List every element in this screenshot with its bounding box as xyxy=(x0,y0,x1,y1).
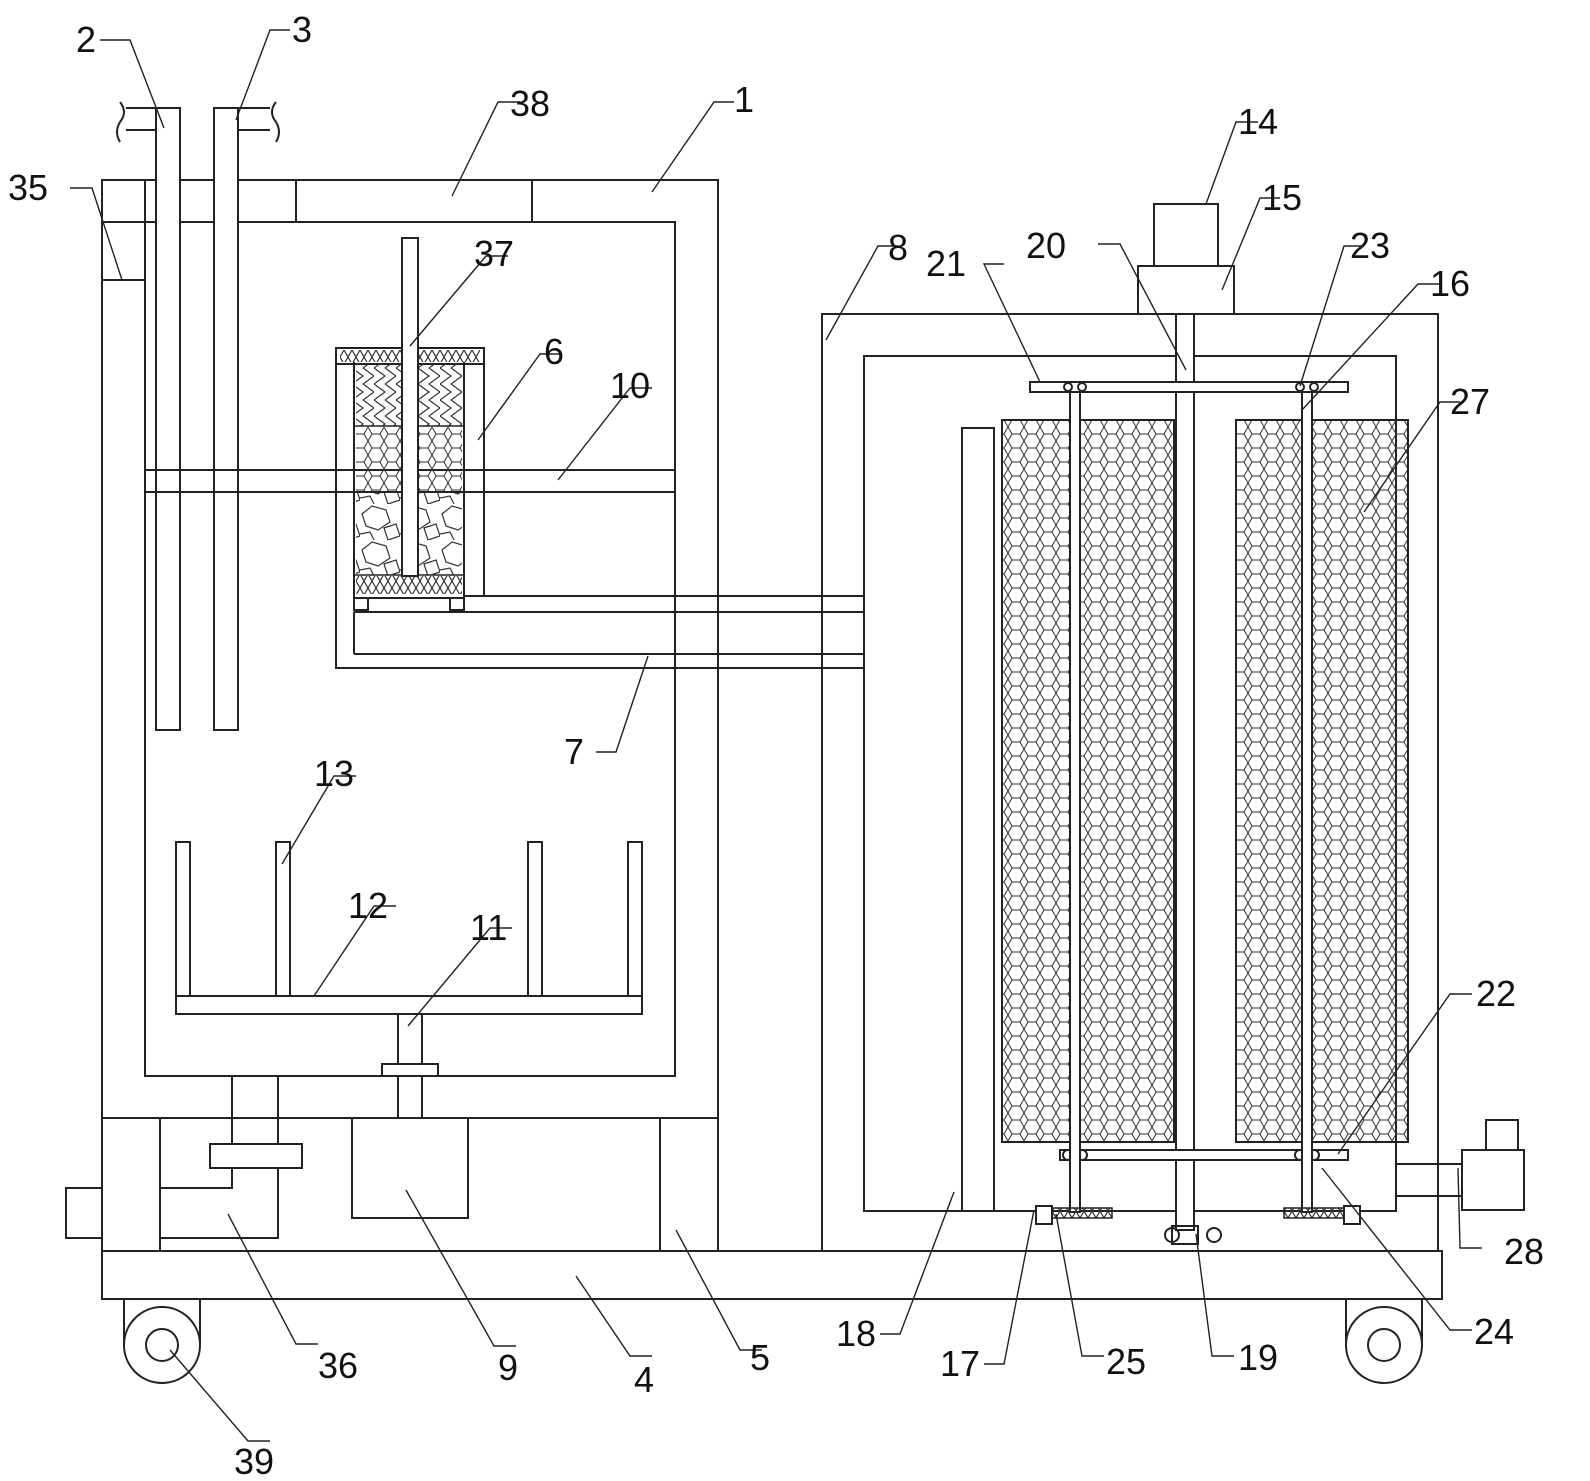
drive-motor xyxy=(1137,203,1235,315)
label-13: 13 xyxy=(314,753,354,794)
label-37: 37 xyxy=(474,233,514,274)
inlet-pipe-3 xyxy=(213,101,280,731)
label-22: 22 xyxy=(1476,973,1516,1014)
label-38: 38 xyxy=(510,83,550,124)
outlet-pump xyxy=(65,1075,303,1252)
label-2: 2 xyxy=(76,19,96,60)
central-shaft xyxy=(1175,313,1195,1231)
label-12: 12 xyxy=(348,885,388,926)
outlet-valve xyxy=(1395,1119,1525,1211)
label-5: 5 xyxy=(750,1337,770,1378)
label-6: 6 xyxy=(544,331,564,372)
filter-plate-overlay xyxy=(145,469,336,493)
label-3: 3 xyxy=(292,9,312,50)
connecting-pipe xyxy=(353,595,864,655)
label-15: 15 xyxy=(1262,177,1302,218)
label-20: 20 xyxy=(1026,225,1066,266)
label-18: 18 xyxy=(836,1313,876,1354)
shaft-and-motor xyxy=(351,1013,469,1219)
gears xyxy=(1035,1205,1361,1225)
label-8: 8 xyxy=(888,227,908,268)
label-10: 10 xyxy=(610,365,650,406)
label-28: 28 xyxy=(1504,1231,1544,1272)
label-24: 24 xyxy=(1474,1311,1514,1352)
cartridge-rod xyxy=(401,237,419,577)
label-11: 11 xyxy=(470,907,507,948)
leader-lines xyxy=(70,29,1482,1442)
label-14: 14 xyxy=(1238,101,1278,142)
label-39: 39 xyxy=(234,1441,274,1481)
label-16: 16 xyxy=(1430,263,1470,304)
label-35: 35 xyxy=(8,167,48,208)
wheel-left xyxy=(123,1298,201,1384)
lower-bar xyxy=(1059,1149,1349,1161)
base-frame xyxy=(101,1250,1443,1300)
label-25: 25 xyxy=(1106,1341,1146,1382)
filter-column-left xyxy=(1001,419,1175,1143)
label-1: 1 xyxy=(734,79,754,120)
upper-bar xyxy=(1029,381,1349,393)
label-21: 21 xyxy=(926,243,966,284)
support-legs xyxy=(659,1118,719,1251)
label-23: 23 xyxy=(1350,225,1390,266)
left-tank-outer xyxy=(101,179,719,1251)
filter-column-right xyxy=(1235,419,1409,1143)
bearing xyxy=(1164,1225,1222,1245)
label-27: 27 xyxy=(1450,381,1490,422)
stirring-rack xyxy=(175,841,643,1015)
label-9: 9 xyxy=(498,1347,518,1388)
inlet-pipe-2 xyxy=(116,101,181,731)
label-36: 36 xyxy=(318,1345,358,1386)
wheel-right xyxy=(1345,1298,1423,1384)
baffle xyxy=(961,427,995,1212)
label-4: 4 xyxy=(634,1359,654,1400)
label-17: 17 xyxy=(940,1343,980,1384)
labels: 2 3 35 38 1 37 6 10 7 13 12 11 36 9 4 5 … xyxy=(8,9,1544,1481)
label-19: 19 xyxy=(1238,1337,1278,1378)
label-7: 7 xyxy=(564,731,584,772)
